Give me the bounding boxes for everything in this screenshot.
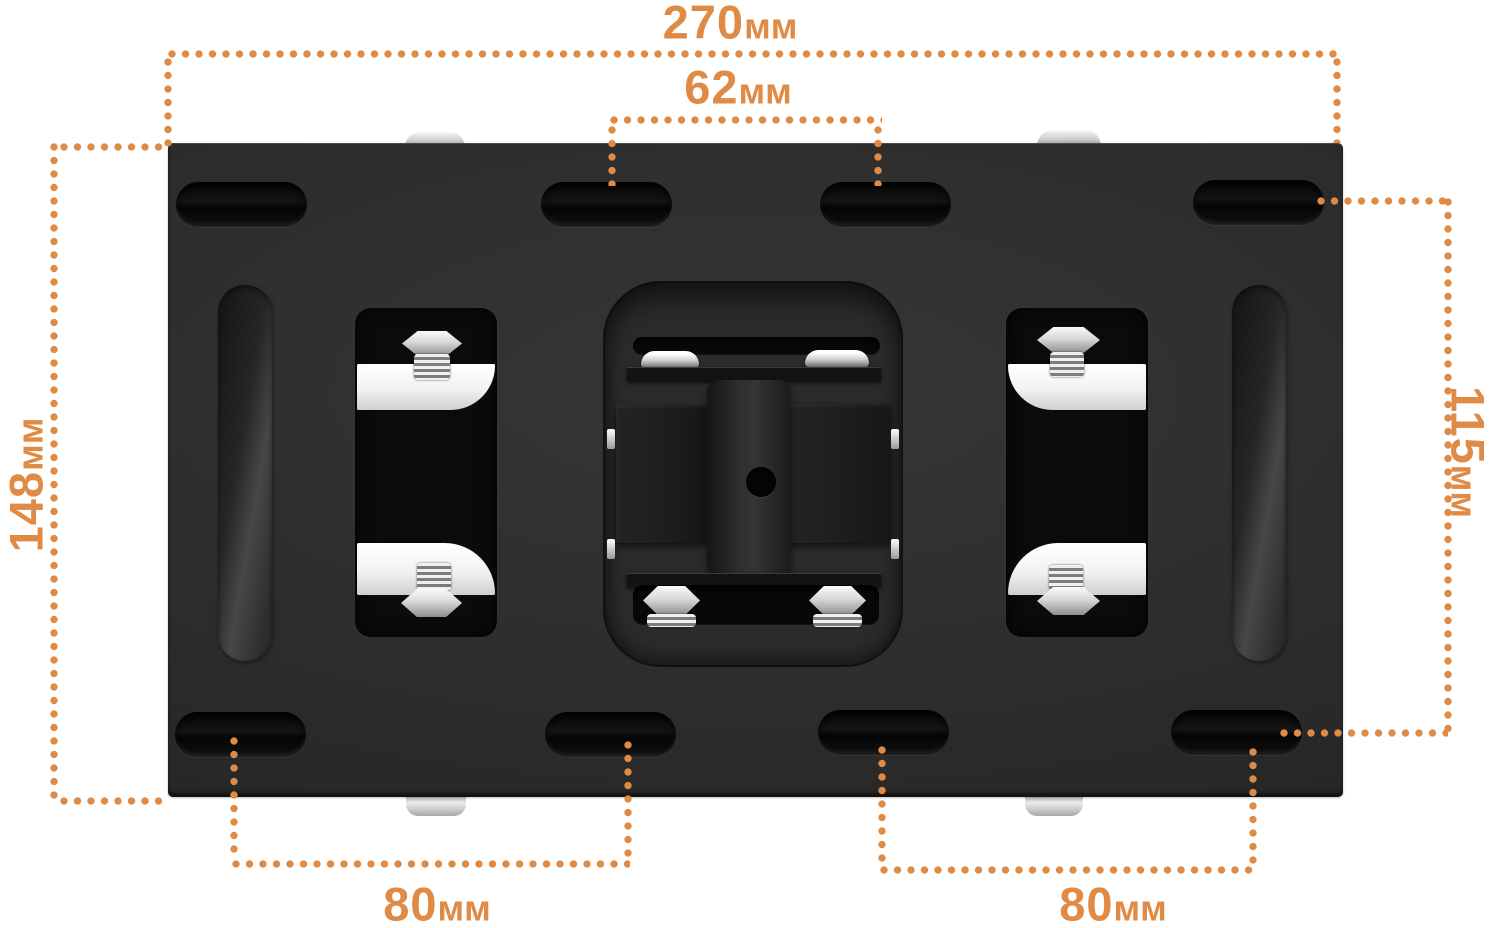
hinge-block-right <box>790 404 891 543</box>
dim-unit: мм <box>437 887 491 928</box>
stamped-rib-left <box>218 285 272 661</box>
dim-line <box>608 126 616 186</box>
dim-line <box>880 866 1256 874</box>
bolt-threads <box>1049 565 1083 591</box>
bolt-threads <box>414 354 450 380</box>
dim-line <box>60 797 168 805</box>
dim-line <box>878 746 886 864</box>
mounting-slot-bottom-left <box>175 712 306 757</box>
dim-value: 80 <box>383 877 438 928</box>
dim-value: 148 <box>0 470 53 553</box>
tilt-mechanism-recess <box>603 281 903 667</box>
mount-plate <box>168 143 1343 797</box>
tilt-plate-bottom-bar <box>627 573 881 587</box>
mounting-slot-top-right <box>1193 180 1324 225</box>
dim-line <box>1317 197 1447 205</box>
dim-unit: мм <box>1443 464 1485 519</box>
metal-tab <box>607 539 615 559</box>
bolt-edge-top-right <box>1037 130 1101 146</box>
bolt-head-side-right <box>805 350 869 367</box>
dim-label-center-hole-spacing: 62мм <box>684 64 792 111</box>
metal-tab <box>891 429 899 449</box>
dim-unit: мм <box>744 5 798 47</box>
dim-line <box>50 143 58 803</box>
dim-label-right-height: 115мм <box>1441 385 1495 519</box>
tilt-plate-top-bar <box>627 367 881 381</box>
mounting-slot-top-left <box>176 182 307 227</box>
dim-line <box>60 143 168 151</box>
metal-tab <box>607 429 615 449</box>
dim-label-bottom-right-spacing: 80мм <box>1059 881 1167 928</box>
vesa-rail-right <box>1006 308 1148 637</box>
hex-bolt-head <box>402 331 462 356</box>
dim-unit: мм <box>1113 887 1167 928</box>
dim-label-top-width: 270мм <box>663 0 798 46</box>
dim-line <box>624 741 632 859</box>
dim-line <box>168 50 1338 58</box>
metal-tab <box>891 539 899 559</box>
dim-value: 270 <box>662 0 745 49</box>
mounting-slot-bottom-mid-left <box>545 712 676 757</box>
dim-value: 80 <box>1059 877 1114 928</box>
stamped-rib-right <box>1232 285 1286 661</box>
dim-line <box>874 126 882 186</box>
dim-unit: мм <box>9 417 51 471</box>
dim-line <box>1280 729 1448 737</box>
bolt-head-side-left <box>641 351 699 368</box>
dim-value: 62 <box>684 60 739 114</box>
dim-label-bottom-left-spacing: 80мм <box>383 881 491 928</box>
mounting-slot-top-mid-right <box>820 182 951 227</box>
dim-line <box>164 58 172 146</box>
mounting-slot-top-mid-left <box>541 182 672 227</box>
bolt-threads <box>1050 352 1084 377</box>
dim-line <box>610 116 882 124</box>
bolt-threads <box>417 563 451 591</box>
dim-line <box>230 737 238 859</box>
dim-line <box>1333 58 1341 143</box>
center-hole <box>746 467 776 497</box>
dim-unit: мм <box>738 70 792 112</box>
bolt-threads <box>647 614 696 627</box>
dim-line <box>1249 748 1257 864</box>
dim-line <box>232 860 630 868</box>
hex-bolt-head <box>1037 327 1100 353</box>
vesa-rail-left <box>355 308 497 637</box>
hinge-block-left <box>616 405 708 543</box>
dim-value: 115 <box>1441 385 1495 465</box>
dim-line <box>1444 198 1452 738</box>
bolt-threads <box>813 614 862 627</box>
dim-label-left-height: 148мм <box>0 417 53 553</box>
